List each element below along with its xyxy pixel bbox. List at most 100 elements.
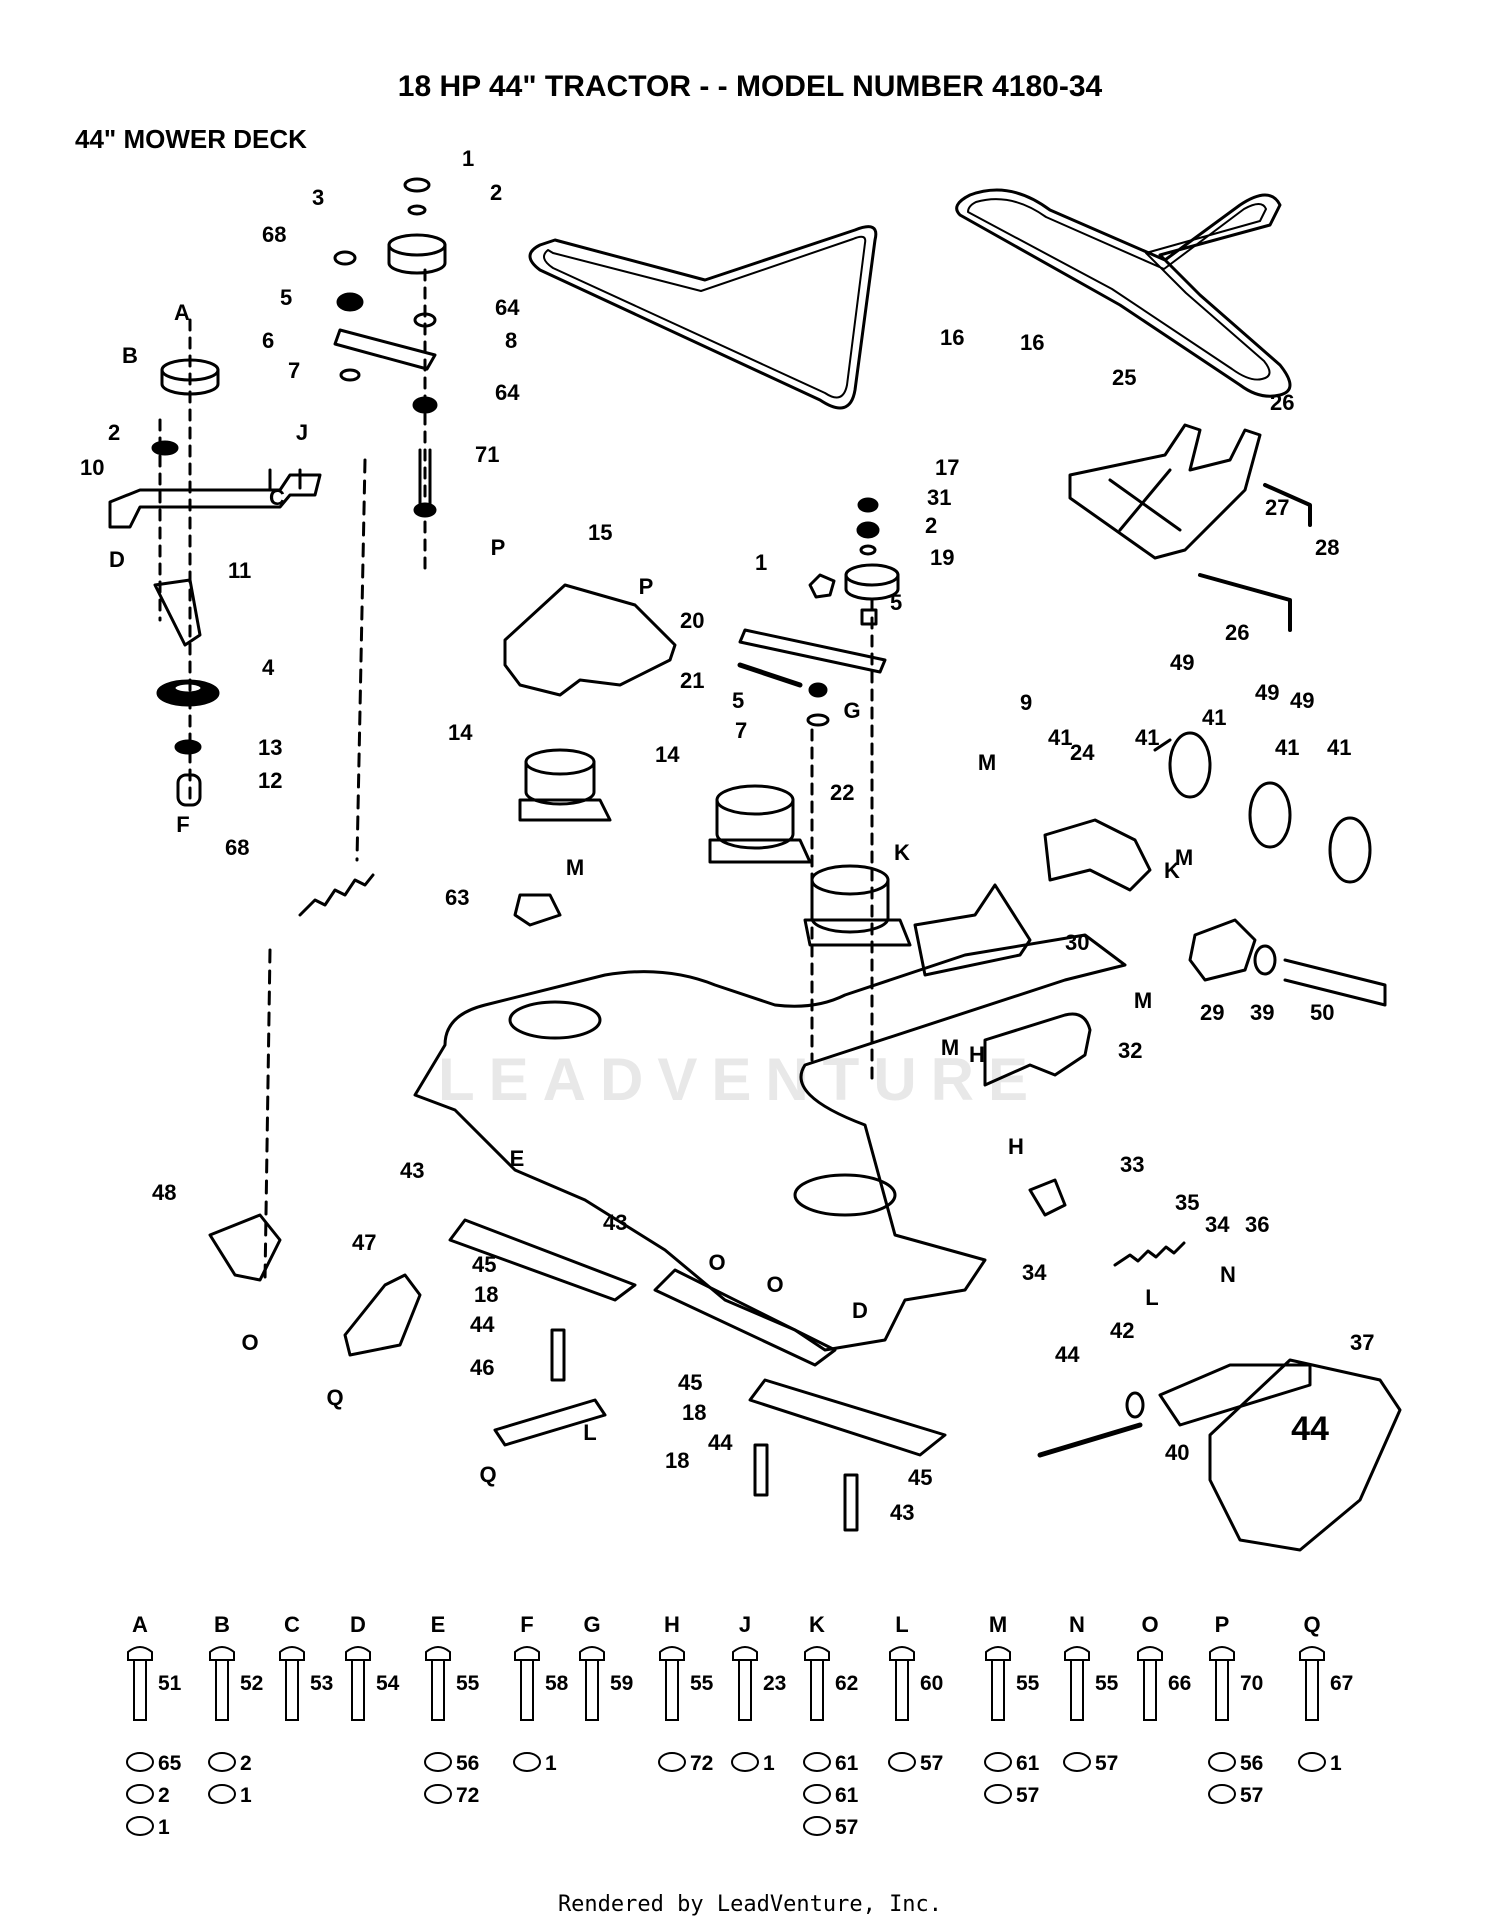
part-label: 3 bbox=[312, 185, 324, 210]
letter-callout: N bbox=[1220, 1262, 1236, 1287]
part-label: 41 bbox=[1202, 705, 1226, 730]
hardware-part-number: 57 bbox=[1016, 1784, 1039, 1807]
nut-icon bbox=[126, 1816, 154, 1836]
part-label: 19 bbox=[930, 545, 954, 570]
hardware-part-number: 55 bbox=[1095, 1672, 1119, 1695]
part-label: 28 bbox=[1315, 535, 1339, 560]
hardware-key-letter: M bbox=[989, 1612, 1007, 1637]
letter-callout: O bbox=[766, 1272, 783, 1297]
letter-callout: P bbox=[491, 535, 506, 560]
part-label: 37 bbox=[1350, 1330, 1374, 1355]
spindle-housing-22 bbox=[803, 864, 912, 947]
letter-callout: C bbox=[269, 485, 285, 510]
part-label: 7 bbox=[288, 358, 300, 383]
gauge-wheels bbox=[1153, 731, 1372, 884]
blade-43-right bbox=[748, 1378, 947, 1457]
hardware-key-letter: C bbox=[284, 1612, 300, 1637]
part-label: 40 bbox=[1165, 1440, 1189, 1465]
part-label: 25 bbox=[1112, 365, 1136, 390]
deflector-bracket-37 bbox=[1158, 1363, 1312, 1427]
part-label: 42 bbox=[1110, 1318, 1134, 1343]
bolt-icon bbox=[659, 1646, 685, 1721]
mower-deck-shell bbox=[413, 933, 1127, 1352]
part-label: 12 bbox=[258, 768, 282, 793]
blade-bolts bbox=[550, 1328, 859, 1532]
letter-callout: L bbox=[583, 1420, 596, 1445]
spring-35 bbox=[1113, 1241, 1186, 1267]
part-label: 21 bbox=[680, 668, 704, 693]
hardware-key-letter: K bbox=[809, 1612, 825, 1637]
idler-arm-bracket bbox=[108, 318, 322, 807]
letter-callout: K bbox=[894, 840, 910, 865]
spindle-housing-left bbox=[518, 748, 612, 822]
lever-32 bbox=[983, 1012, 1092, 1087]
part-label: 6 bbox=[262, 328, 274, 353]
section-title: 44" MOWER DECK bbox=[75, 124, 307, 154]
deck-spindle-hole-left bbox=[508, 1000, 602, 1040]
hardware-part-number: 57 bbox=[1240, 1784, 1263, 1807]
part-label: 43 bbox=[890, 1500, 914, 1525]
bracket-48 bbox=[208, 1213, 282, 1282]
page-title: 18 HP 44" TRACTOR - - MODEL NUMBER 4180-… bbox=[397, 70, 1103, 103]
hardware-part-number: 67 bbox=[1330, 1672, 1353, 1695]
washer-39 bbox=[1253, 944, 1277, 976]
bolt-icon bbox=[514, 1646, 540, 1721]
hardware-key-letter: O bbox=[1141, 1612, 1158, 1637]
nut-icon bbox=[658, 1752, 686, 1772]
hardware-part-number: 61 bbox=[1016, 1752, 1040, 1775]
part-label: 17 bbox=[935, 455, 959, 480]
part-label: 41 bbox=[1275, 735, 1299, 760]
part-label: 71 bbox=[475, 442, 499, 467]
part-label: 43 bbox=[400, 1158, 424, 1183]
part-63 bbox=[513, 893, 562, 927]
deck-bracket-30 bbox=[913, 883, 1032, 977]
part-label: 47 bbox=[352, 1230, 376, 1255]
part-label: 5 bbox=[732, 688, 744, 713]
part-label: 41 bbox=[1327, 735, 1351, 760]
part-label: 24 bbox=[1070, 740, 1095, 765]
hanger-bracket-29 bbox=[1188, 918, 1257, 982]
hardware-key-letter: F bbox=[520, 1612, 533, 1637]
blade-spindle-pulley-19 bbox=[737, 497, 900, 1082]
nut-icon bbox=[803, 1816, 831, 1836]
part-label: 5 bbox=[890, 590, 902, 615]
hardware-part-number: 72 bbox=[690, 1752, 713, 1775]
bolt-icon bbox=[1064, 1646, 1090, 1721]
hardware-key-legend: A516521B5221C53D54E555672F581G59H5572J23… bbox=[126, 1612, 1353, 1839]
part-label: 2 bbox=[108, 420, 120, 445]
nut-icon bbox=[126, 1784, 154, 1804]
nut-icon bbox=[803, 1784, 831, 1804]
hardware-key-letter: D bbox=[350, 1612, 366, 1637]
hardware-part-number: 54 bbox=[376, 1672, 400, 1695]
hardware-part-number: 1 bbox=[763, 1752, 775, 1775]
part-label: 64 bbox=[495, 380, 520, 405]
hardware-part-number: 62 bbox=[835, 1672, 858, 1695]
hardware-key-letter: L bbox=[895, 1612, 908, 1637]
hardware-key-g: G59 bbox=[579, 1612, 633, 1721]
part-label: 49 bbox=[1290, 688, 1314, 713]
hardware-part-number: 1 bbox=[1330, 1752, 1342, 1775]
bolt-icon bbox=[127, 1646, 153, 1721]
bolt-icon bbox=[345, 1646, 371, 1721]
hardware-part-number: 61 bbox=[835, 1784, 859, 1807]
bolt-icon bbox=[425, 1646, 451, 1721]
blade-43-center bbox=[653, 1268, 837, 1367]
part-label: 49 bbox=[1255, 680, 1279, 705]
drive-belt-16b bbox=[955, 188, 1292, 398]
part-label: 44 bbox=[708, 1430, 733, 1455]
part-label: 64 bbox=[495, 295, 520, 320]
part-label: 68 bbox=[262, 222, 286, 247]
nut-icon bbox=[424, 1752, 452, 1772]
part-label: 49 bbox=[1170, 650, 1194, 675]
letter-callout: P bbox=[639, 574, 654, 599]
idler-pulley-group bbox=[333, 177, 447, 572]
spring-68 bbox=[298, 873, 375, 917]
part-label: 2 bbox=[925, 513, 937, 538]
hardware-part-number: 72 bbox=[456, 1784, 479, 1807]
bolt-icon bbox=[985, 1646, 1011, 1721]
